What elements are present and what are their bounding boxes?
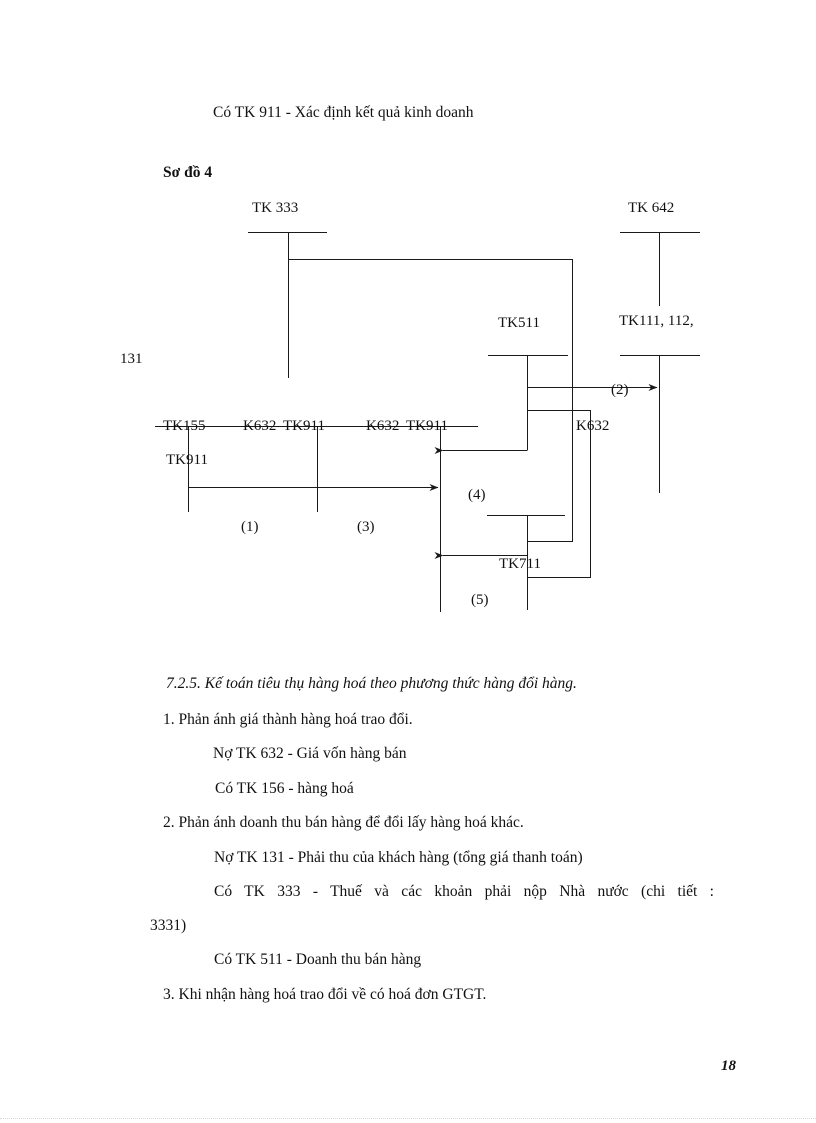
diagram-label-tk111-112: TK111, 112,	[619, 313, 694, 329]
diagram-label-131: 131	[120, 351, 143, 367]
body-item-3: 3. Khi nhận hàng hoá trao đổi về có hoá …	[163, 986, 487, 1003]
section-title: 7.2.5. Kế toán tiêu thụ hàng hoá theo ph…	[166, 675, 577, 692]
diagram-marker-4: (4)	[468, 487, 486, 503]
body-item-2-credit-511: Có TK 511 - Doanh thu bán hàng	[214, 951, 422, 968]
diagram-marker-2: (2)	[611, 382, 629, 398]
diagram-marker-5: (5)	[471, 592, 489, 608]
diagram-label-k632-a: K632	[243, 418, 277, 434]
diagram-label-tk333: TK 333	[252, 200, 299, 216]
diagram-label-tk642: TK 642	[628, 200, 675, 216]
body-item-2-debit: Nợ TK 131 - Phải thu của khách hàng (tổn…	[214, 849, 583, 866]
page-heading-line: Có TK 911 - Xác định kết quả kinh doanh	[213, 104, 474, 121]
diagram-label-k632-b: K632	[366, 418, 400, 434]
diagram-label-tk155: TK155	[163, 418, 206, 434]
diagram-label-tk911-b: TK911	[406, 418, 448, 434]
body-item-2-credit-333: Có TK 333 - Thuế và các khoản phải nộp N…	[214, 883, 720, 901]
body-item-1: 1. Phản ánh giá thành hàng hoá trao đổi.	[163, 711, 413, 728]
diagram-label-tk511: TK511	[498, 315, 540, 331]
body-item-1-debit: Nợ TK 632 - Giá vốn hàng bán	[213, 745, 407, 762]
body-item-2: 2. Phản ánh doanh thu bán hàng để đổi lấ…	[163, 814, 524, 831]
diagram-label-tk911-a: TK911	[283, 418, 325, 434]
diagram-label-tk911-c: TK911	[166, 452, 208, 468]
diagram-caption: Sơ đồ 4	[163, 164, 213, 181]
diagram-marker-1: (1)	[241, 519, 259, 535]
body-item-1-credit: Có TK 156 - hàng hoá	[215, 780, 354, 797]
diagram-label-k632-right: K632	[576, 418, 610, 434]
body-item-2-credit-333-text: Có TK 333 - Thuế và các khoản phải nộp N…	[214, 883, 714, 900]
page-number: 18	[721, 1058, 736, 1074]
body-item-2-credit-333-wrap: 3331)	[150, 917, 187, 934]
diagram-marker-3: (3)	[357, 519, 375, 535]
diagram-label-tk711: TK711	[499, 556, 541, 572]
footer-divider	[0, 1118, 816, 1120]
